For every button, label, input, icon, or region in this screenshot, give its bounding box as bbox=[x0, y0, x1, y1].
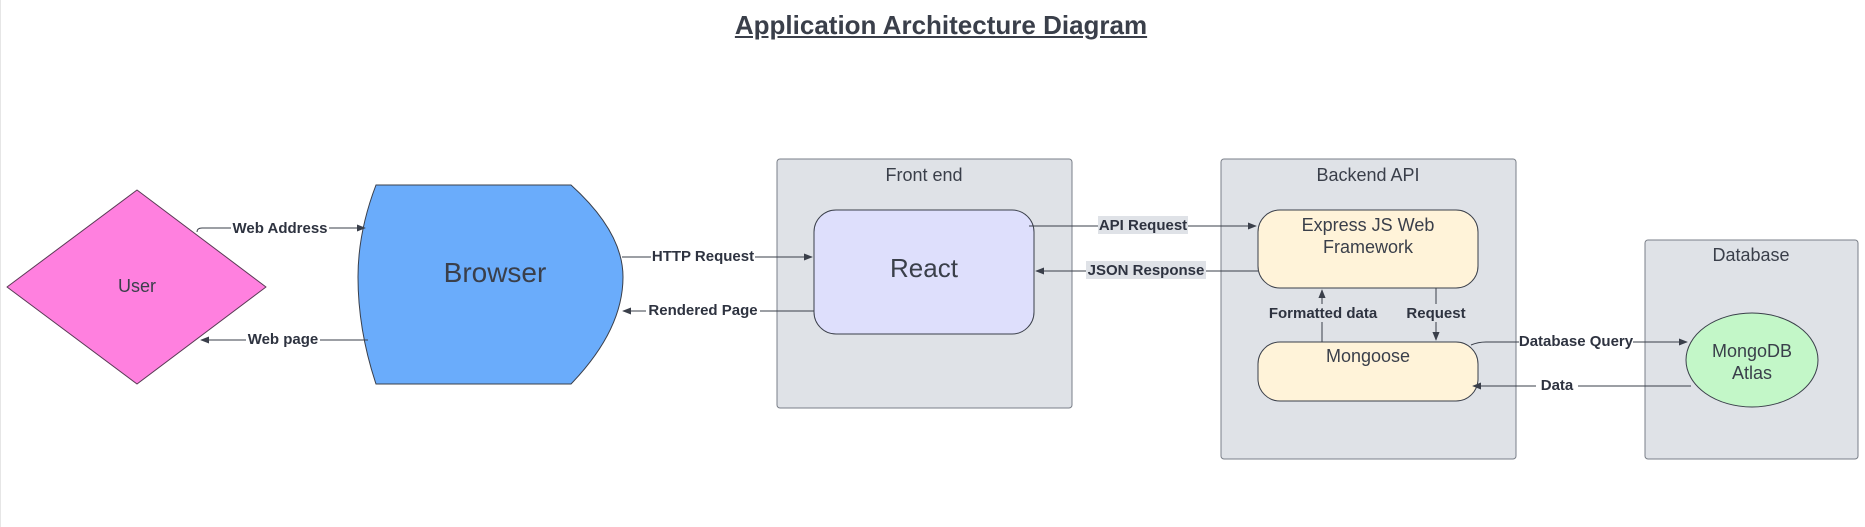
edge-http-request-label: HTTP Request bbox=[652, 248, 754, 265]
edge-database-query-label: Database Query bbox=[1519, 333, 1634, 350]
edge-database-query[interactable] bbox=[1470, 338, 1688, 346]
express-node[interactable] bbox=[1257, 209, 1479, 289]
edge-data-label: Data bbox=[1541, 377, 1574, 394]
browser-node[interactable] bbox=[357, 184, 624, 385]
edge-web-page-label-bg bbox=[246, 331, 320, 349]
express-label-line2: Framework bbox=[1323, 237, 1414, 257]
mongoose-node[interactable] bbox=[1257, 341, 1479, 402]
edge-rendered-page-label-bg bbox=[646, 301, 760, 319]
express-label-line1: Express JS Web bbox=[1302, 215, 1435, 235]
edge-http-request-label-bg bbox=[651, 247, 755, 265]
edge-formatted-data-label-bg bbox=[1267, 304, 1379, 322]
edge-request-label: Request bbox=[1406, 305, 1465, 322]
edge-api-request-label: API Request bbox=[1099, 217, 1187, 234]
user-node[interactable] bbox=[6, 189, 267, 385]
edge-api-request-label-bg bbox=[1098, 216, 1188, 234]
mongodb-node[interactable] bbox=[1685, 312, 1819, 408]
database-group-label: Database bbox=[1712, 245, 1789, 265]
react-label: React bbox=[890, 253, 959, 283]
edge-web-page-label: Web page bbox=[248, 331, 319, 348]
backend-group-label: Backend API bbox=[1316, 165, 1419, 185]
edge-request-label-bg bbox=[1403, 304, 1469, 322]
edge-web-address-label: Web Address bbox=[232, 220, 327, 237]
edge-web-address[interactable] bbox=[196, 224, 366, 233]
edge-json-response-label: JSON Response bbox=[1088, 262, 1205, 279]
edge-database-query-label-bg bbox=[1519, 333, 1633, 351]
edge-data-label-bg bbox=[1536, 377, 1578, 395]
react-node[interactable] bbox=[813, 209, 1035, 335]
user-label: User bbox=[118, 276, 156, 296]
edge-formatted-data-label: Formatted data bbox=[1269, 305, 1378, 322]
edge-web-address-label-bg bbox=[231, 218, 329, 236]
edge-json-response-label-bg bbox=[1086, 261, 1206, 279]
frontend-group-label: Front end bbox=[885, 165, 962, 185]
diagram-title: Application Architecture Diagram bbox=[734, 10, 1148, 40]
mongoose-label: Mongoose bbox=[1326, 346, 1410, 366]
edge-rendered-page-label: Rendered Page bbox=[648, 302, 757, 319]
mongodb-label-line2: Atlas bbox=[1732, 363, 1772, 383]
browser-label: Browser bbox=[444, 257, 547, 288]
mongodb-label-line1: MongoDB bbox=[1712, 341, 1792, 361]
